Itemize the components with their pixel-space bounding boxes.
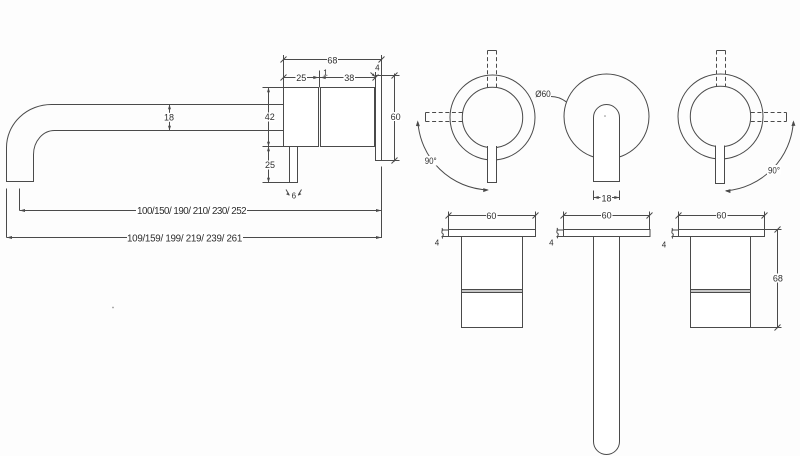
svg-text:4: 4 — [375, 64, 380, 73]
svg-text:60: 60 — [602, 211, 612, 221]
svg-text:42: 42 — [265, 112, 275, 122]
svg-text:25: 25 — [265, 160, 275, 170]
svg-text:68: 68 — [327, 56, 337, 66]
svg-text:90°: 90° — [768, 165, 780, 176]
svg-text:38: 38 — [344, 73, 354, 83]
svg-text:1: 1 — [323, 67, 328, 77]
svg-text:18: 18 — [601, 194, 611, 204]
svg-text:18: 18 — [164, 113, 174, 123]
svg-text:60: 60 — [716, 211, 726, 221]
svg-text:68: 68 — [773, 273, 783, 283]
svg-text:4: 4 — [435, 239, 440, 248]
svg-text:Ø60: Ø60 — [535, 89, 551, 100]
svg-text:60: 60 — [486, 211, 496, 221]
svg-text:109/159/ 199/ 219/ 239/ 261: 109/159/ 199/ 219/ 239/ 261 — [127, 233, 242, 244]
svg-text:90°: 90° — [425, 156, 437, 167]
svg-text:60: 60 — [391, 112, 401, 122]
svg-text:4: 4 — [662, 241, 667, 250]
svg-text:6: 6 — [292, 192, 297, 201]
svg-text:4: 4 — [549, 238, 554, 247]
svg-text:25: 25 — [296, 73, 306, 83]
svg-text:100/150/ 190/ 210/ 230/ 252: 100/150/ 190/ 210/ 230/ 252 — [137, 206, 246, 217]
